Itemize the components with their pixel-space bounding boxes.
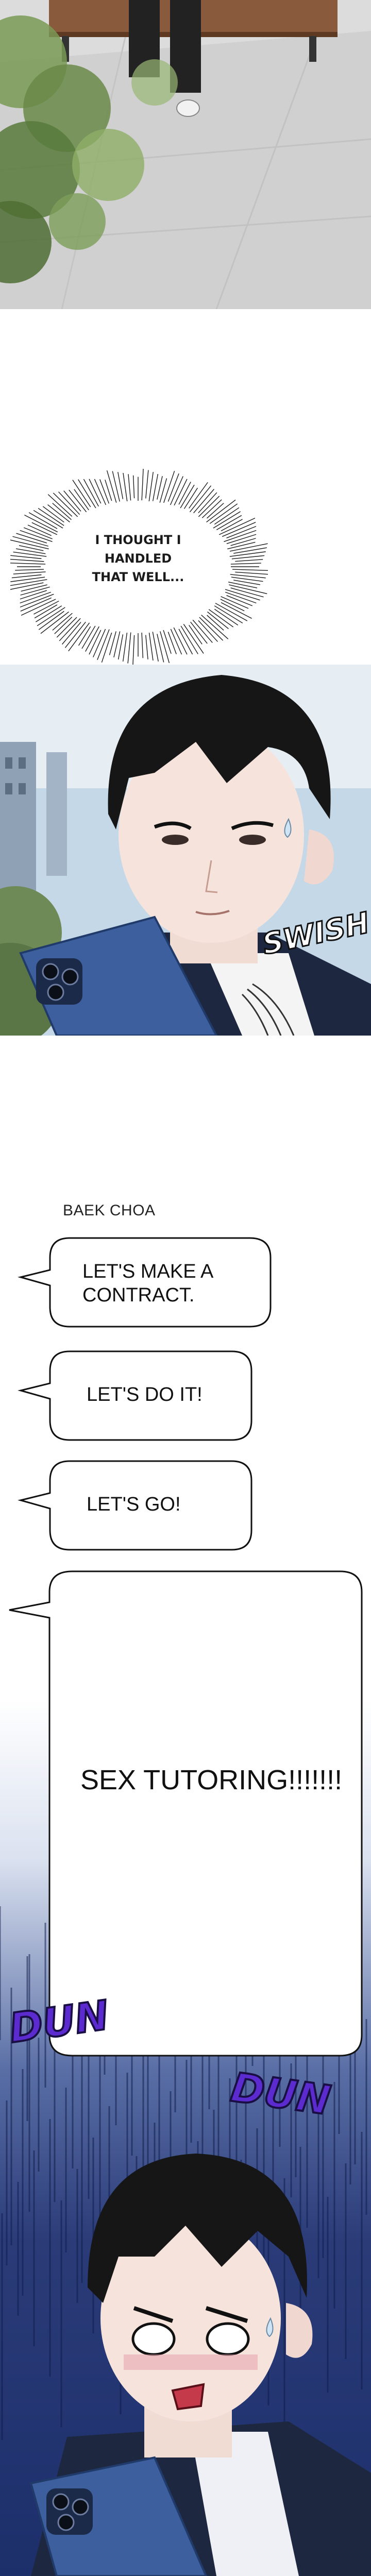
- chat-message-3: LET'S GO!: [87, 1494, 181, 1515]
- chat-bubble-2: [18, 1350, 252, 1441]
- park-bench-panel: [0, 0, 371, 309]
- chat-sender-name: BAEK CHOA: [63, 1202, 156, 1219]
- chat-message-2: LET'S DO IT!: [87, 1384, 203, 1405]
- chat-bubble-1: [18, 1237, 272, 1328]
- chat-message-4: SEX TUTORING!!!!!!!: [80, 1765, 343, 1795]
- phone-panel: [0, 665, 371, 1036]
- shocked-character-panel: [29, 2154, 371, 2576]
- chat-bubble-4: [9, 1570, 363, 2057]
- chat-bubble-3: [18, 1460, 252, 1551]
- thought-caption: I THOUGHT I HANDLED THAT WELL...: [92, 533, 184, 584]
- thought-burst: [10, 469, 268, 665]
- chat-message-1: LET'S MAKE A CONTRACT.: [82, 1261, 213, 1306]
